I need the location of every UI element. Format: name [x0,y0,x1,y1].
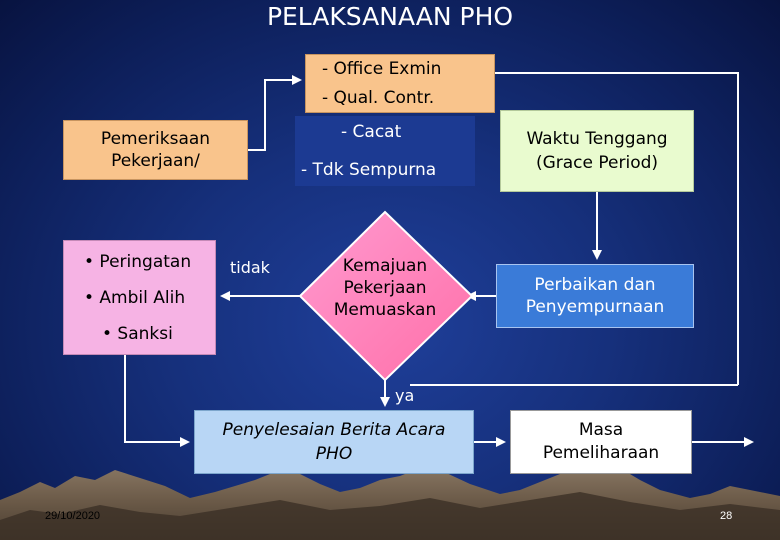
perbaikan-line2: Penyempurnaan [525,297,665,317]
diamond-line2: Pekerjaan [343,278,427,298]
penyelesaian-line2: PHO [315,444,353,464]
cacat-box: - Cacat - Tdk Sempurna [295,116,475,186]
footer-page-number: 28 [720,510,733,522]
waktu-line2: (Grace Period) [535,153,659,173]
label-tidak: tidak [230,258,270,277]
connector-sanksi-penyelesaian [124,355,190,447]
connectors [124,72,754,447]
masa-pemeliharaan-box: Masa Pemeliharaan [510,410,692,474]
sanksi-item-peringatan: • Peringatan [84,251,192,272]
penyelesaian-box: Penyelesaian Berita Acara PHO [194,410,474,474]
perbaikan-line1: Perbaikan dan [534,275,656,295]
diamond-line3: Memuaskan [333,300,437,320]
pemeriksaan-line2: Pekerjaan/ [111,151,200,171]
waktu-tenggang-box: Waktu Tenggang (Grace Period) [500,110,694,192]
tdk-sempurna-line: - Tdk Sempurna [301,160,437,180]
decision-diamond [298,210,474,382]
qual-line: - Qual. Contr. [322,88,435,108]
label-ya: ya [395,386,415,405]
perbaikan-box: Perbaikan dan Penyempurnaan [496,264,694,328]
diamond-label: Kemajuan Pekerjaan Memuaskan [315,255,455,321]
sanksi-item-sanksi: • Sanksi [102,323,173,344]
connector-pemeriksaan-office [248,75,302,151]
connector-office-waktu [495,72,739,385]
cacat-line: - Cacat [341,122,402,142]
sanksi-item-ambil-alih: • Ambil Alih [84,287,186,308]
pemeriksaan-box: Pemeriksaan Pekerjaan/ [63,120,248,180]
mountains-front [0,492,780,540]
penyelesaian-line1: Penyelesaian Berita Acara [222,420,446,440]
page-title: PELAKSANAAN PHO [266,2,514,31]
office-line: - Office Exmin [322,59,442,79]
diamond-line1: Kemajuan [342,256,428,276]
masa-line1: Masa [578,420,624,440]
masa-line2: Pemeliharaan [542,443,660,463]
footer-date: 29/10/2020 [45,510,101,522]
waktu-line1: Waktu Tenggang [526,129,668,149]
office-qual-box: - Office Exmin - Qual. Contr. [305,54,495,113]
pemeriksaan-line1: Pemeriksaan [100,129,211,149]
sanksi-box: • Peringatan • Ambil Alih • Sanksi [63,240,216,355]
